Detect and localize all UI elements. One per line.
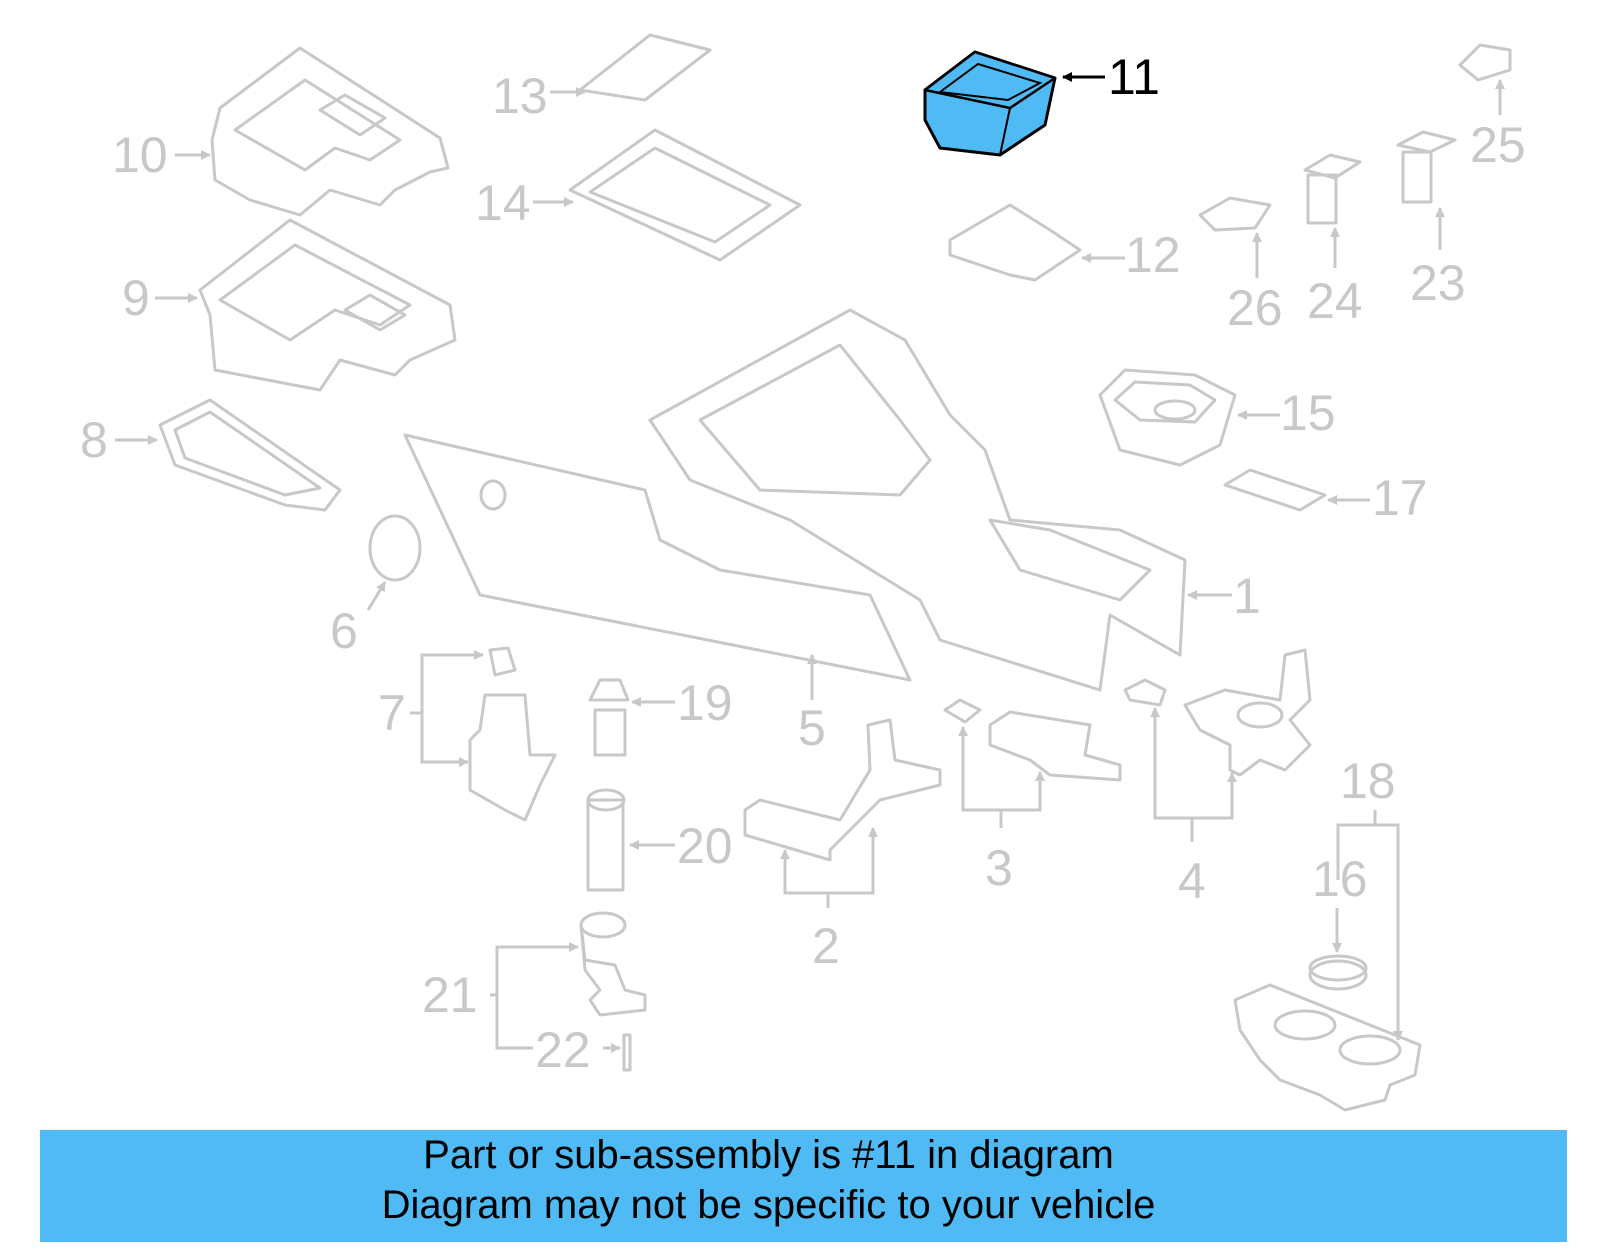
callout-26: 26 [1227,280,1283,336]
part-18-drawing [1233,983,1422,1112]
caption-line-1: Part or sub-assembly is #11 in diagram [423,1133,1114,1177]
callout-16: 16 [1312,851,1368,907]
part-2-drawing [743,718,942,862]
part-6-drawing [368,514,422,582]
part-5-drawing [403,433,912,682]
part-25-drawing [1458,43,1512,82]
callout-15: 15 [1280,385,1336,441]
callout-10: 10 [112,127,168,183]
leader-lines [115,72,1505,1053]
part-1-drawing [648,308,1187,692]
callout-13: 13 [492,68,548,124]
callout-numbers: 10 9 8 13 14 11 12 25 26 24 23 15 17 1 5… [80,49,1526,1078]
caption-banner: Part or sub-assembly is #11 in diagram D… [40,1130,1567,1242]
callout-18: 18 [1340,753,1396,809]
caption-line-2: Diagram may not be specific to your vehi… [381,1183,1156,1227]
part-11-drawing [923,50,1057,157]
part-16-drawing [1308,954,1368,991]
part-26-drawing [1198,196,1272,232]
part-23-drawing [1396,130,1457,204]
part-10-drawing [210,46,450,217]
callout-2: 2 [812,918,840,974]
callout-12: 12 [1125,227,1181,283]
part-12-drawing [948,203,1082,282]
callout-17: 17 [1372,470,1428,526]
callout-4: 4 [1178,853,1206,909]
callout-3: 3 [985,840,1013,896]
callout-25: 25 [1470,117,1526,173]
callout-5: 5 [798,700,826,756]
callout-7: 7 [378,685,406,741]
part-14-drawing [568,128,802,262]
part-21-drawing [579,911,647,1017]
callout-1: 1 [1233,568,1261,624]
part-19-drawing [588,678,630,757]
callout-8: 8 [80,412,108,468]
callout-21: 21 [422,967,478,1023]
part-3-drawing [943,698,1122,782]
callout-11: 11 [1108,49,1160,105]
callout-6: 6 [330,603,358,659]
callout-19: 19 [677,675,733,731]
part-9-drawing [198,218,457,392]
callout-22: 22 [535,1022,591,1078]
callout-20: 20 [677,818,733,874]
part-4-drawing [1123,648,1312,777]
callout-23: 23 [1410,255,1466,311]
part-20-drawing [586,788,626,892]
callout-14: 14 [475,175,531,231]
part-13-drawing [578,33,712,102]
part-24-drawing [1303,153,1362,225]
callout-24: 24 [1307,273,1363,329]
part-15-drawing [1098,368,1237,467]
part-17-drawing [1223,468,1327,512]
part-8-drawing [158,398,342,512]
callout-9: 9 [122,270,150,326]
part-22-drawing [622,1033,632,1072]
part-7-drawing [468,646,557,822]
